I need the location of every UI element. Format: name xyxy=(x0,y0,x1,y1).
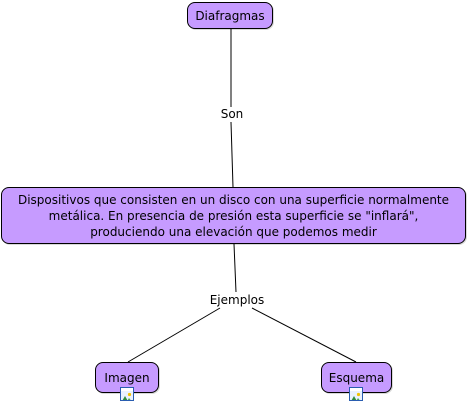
line-ejemplos-to-imagen xyxy=(127,307,221,363)
node-esquema-label: Esquema xyxy=(328,370,385,385)
node-esquema[interactable]: Esquema xyxy=(321,362,392,393)
node-dispositivos[interactable]: Dispositivos que consisten en un disco c… xyxy=(1,187,466,244)
node-diafragmas[interactable]: Diafragmas xyxy=(187,2,273,29)
image-icon[interactable] xyxy=(120,387,134,401)
node-imagen-label: Imagen xyxy=(104,370,150,385)
image-icon[interactable] xyxy=(349,387,363,401)
node-diafragmas-label: Diafragmas xyxy=(195,8,265,23)
link-label-son: Son xyxy=(216,107,248,121)
node-dispositivos-label: Dispositivos que consisten en un disco c… xyxy=(17,192,450,239)
image-icon-graphic xyxy=(350,391,362,400)
line-ejemplos-to-esquema xyxy=(251,307,357,363)
line-son-to-middle xyxy=(230,121,234,188)
line-middle-to-ejemplos xyxy=(233,243,237,293)
image-icon-graphic xyxy=(121,391,133,400)
link-label-ejemplos: Ejemplos xyxy=(205,293,269,307)
